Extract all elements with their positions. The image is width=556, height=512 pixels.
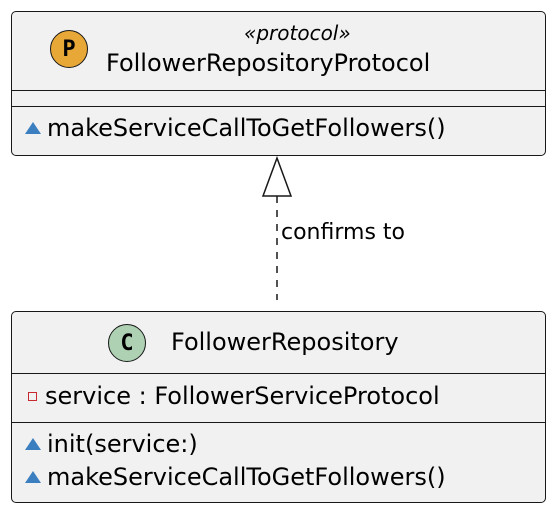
attributes-divider <box>12 90 545 91</box>
protocol-badge-icon: P <box>50 30 88 68</box>
protocol-method-label: makeServiceCallToGetFollowers() <box>47 114 446 142</box>
package-visibility-icon <box>25 471 41 483</box>
private-visibility-icon <box>28 391 37 401</box>
realization-arrowhead <box>261 155 293 197</box>
relation-label: confirms to <box>281 220 405 245</box>
protocol-name: FollowerRepositoryProtocol <box>106 49 431 77</box>
protocol-stereotype: «protocol» <box>244 21 351 45</box>
protocol-method: makeServiceCallToGetFollowers() <box>25 114 446 142</box>
class-method-label: init(service:) <box>47 430 198 458</box>
class-methods-divider <box>12 422 545 423</box>
protocol-class-box[interactable]: P «protocol» FollowerRepositoryProtocol … <box>11 11 546 156</box>
fields-divider <box>12 373 545 374</box>
class-badge-letter: C <box>120 330 134 356</box>
methods-divider <box>12 106 545 107</box>
class-field: service : FollowerServiceProtocol <box>25 382 440 410</box>
class-field-label: service : FollowerServiceProtocol <box>45 382 440 410</box>
protocol-badge-letter: P <box>62 36 76 62</box>
package-visibility-icon <box>25 122 41 134</box>
class-badge-icon: C <box>108 324 146 362</box>
class-name: FollowerRepository <box>171 328 399 356</box>
class-method: init(service:) <box>25 430 198 458</box>
package-visibility-icon <box>25 438 41 450</box>
class-method-label: makeServiceCallToGetFollowers() <box>47 463 446 491</box>
class-box[interactable]: C FollowerRepository service : FollowerS… <box>11 311 546 503</box>
class-method: makeServiceCallToGetFollowers() <box>25 463 446 491</box>
